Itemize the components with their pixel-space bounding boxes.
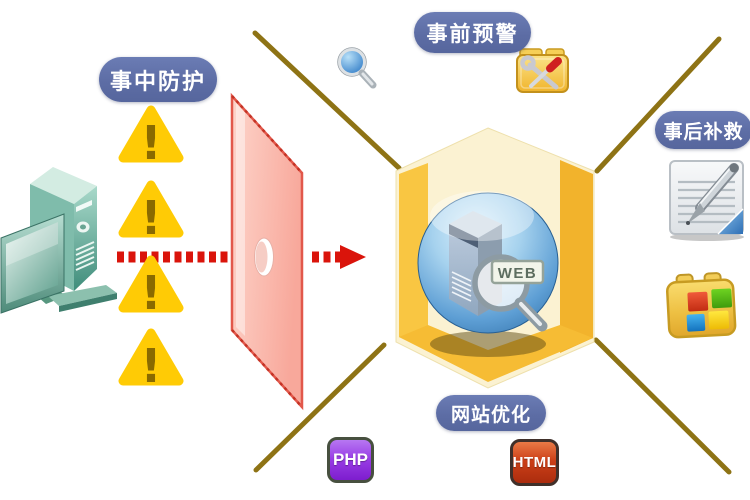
panel-bottom-stitch: [231, 329, 303, 408]
pen-point: [686, 221, 690, 225]
square-green: [711, 288, 733, 309]
square-red: [687, 291, 709, 312]
hex-left-wall: [399, 163, 428, 350]
cross-lines: [252, 30, 732, 475]
web-magnifier-handle-shine: [519, 302, 542, 326]
app-grid-icon: [665, 272, 737, 339]
label-in-event-protection: 事中防护: [99, 57, 217, 102]
web-label-box: [490, 259, 545, 285]
screwdriver-handle: [546, 57, 562, 73]
cross-line-bottom-left: [253, 342, 387, 473]
server-vents: [451, 271, 472, 302]
warning-triangles: ! ! ! !: [118, 105, 184, 393]
monitor-base: [48, 285, 117, 306]
html-badge: HTML: [510, 439, 559, 486]
warning-triangle: !: [118, 328, 184, 393]
panel-hole-inner: [255, 241, 268, 273]
monitor-base-edge: [59, 293, 117, 312]
attack-arrow-head: [340, 245, 366, 269]
firewall-panel-icon: [230, 92, 304, 411]
tower-disc-center: [80, 224, 86, 230]
square-yellow: [708, 310, 730, 330]
label-pre-event-warning: 事前预警: [414, 12, 531, 53]
label-site-optimization: 网站优化: [436, 395, 546, 431]
screwdriver-shaft: [529, 67, 551, 88]
server-top: [449, 211, 502, 238]
php-badge: PHP: [327, 437, 374, 483]
cross-line-top-right: [594, 36, 722, 174]
cross-line-top-left: [252, 30, 402, 171]
web-label: WEB: [498, 265, 538, 282]
cross-line-bottom-right: [593, 337, 732, 475]
tower-side: [74, 186, 97, 291]
pen-cap: [729, 163, 739, 173]
tower-top: [30, 167, 97, 204]
computer-icon: [0, 167, 117, 314]
pen: [686, 163, 739, 225]
server-stripe: [449, 224, 478, 248]
warning-triangle: !: [118, 255, 184, 320]
label-post-event-remedy: 事后补救: [655, 111, 750, 149]
panel-highlight: [236, 103, 245, 336]
hex-box-icon: WEB: [395, 127, 595, 389]
pen-tip: [687, 203, 705, 224]
warning-mark: !: [141, 191, 162, 245]
sphere-shadow: [430, 331, 546, 357]
magnifier-icon: [337, 47, 377, 89]
monitor-glare: [6, 222, 58, 266]
warning-mark: !: [141, 266, 162, 320]
sphere-gloss: [430, 191, 534, 241]
server-front: [449, 224, 478, 316]
notepad-icon: [669, 160, 744, 241]
wrench-head: [520, 55, 536, 71]
warning-mark: !: [141, 339, 162, 393]
warning-mark: !: [141, 116, 162, 170]
tower-vents: [75, 241, 95, 271]
warning-triangle: !: [118, 180, 184, 245]
toolbox-icon: [516, 48, 569, 93]
web-sphere-icon: WEB: [417, 191, 559, 334]
square-blue: [686, 313, 706, 332]
monitor-screen: [6, 222, 58, 304]
hex-right-wall: [560, 160, 593, 353]
warning-triangle: !: [118, 105, 184, 170]
tower-drive-slot: [76, 200, 92, 212]
panel-top-stitch: [231, 95, 303, 174]
